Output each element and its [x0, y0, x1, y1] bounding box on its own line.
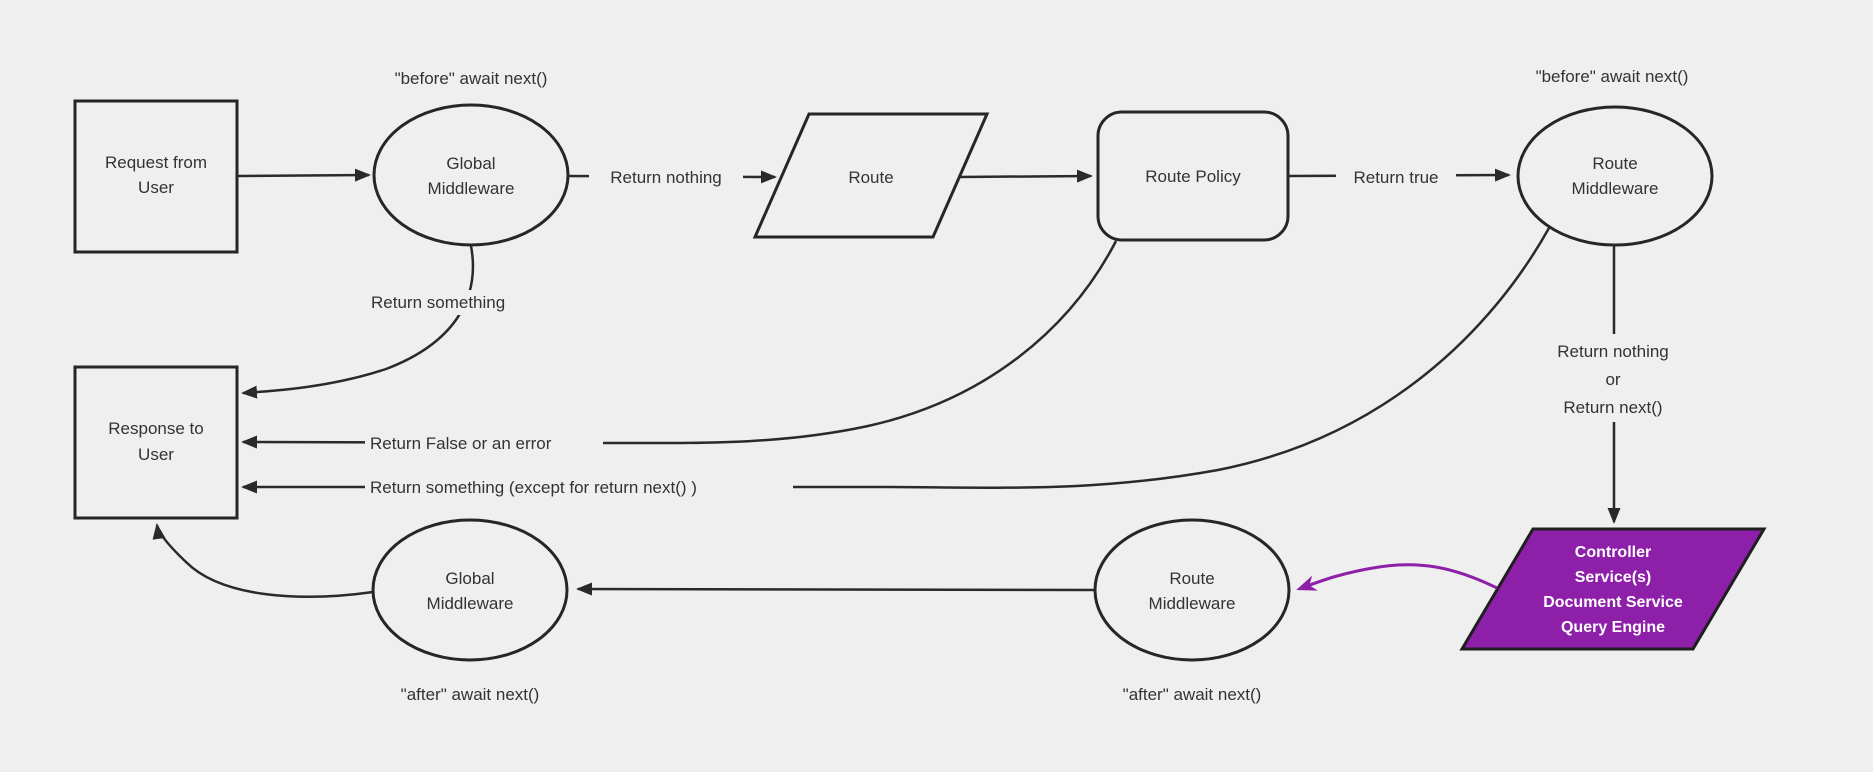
edge-label-return-something: Return something	[371, 293, 505, 312]
after-await-annotation-right: "after" await next()	[1123, 685, 1262, 704]
edge-label-return-nothing: Return nothing	[610, 168, 722, 187]
route-middleware-top-node	[1516, 105, 1714, 247]
after-await-annotation-left: "after" await next()	[401, 685, 540, 704]
label-bg	[589, 163, 743, 190]
request-node-label-line1: Request from	[105, 153, 207, 172]
edge-label-return-nothing-or-line1: Return nothing	[1557, 342, 1669, 361]
route-middleware-bottom-node	[1093, 518, 1291, 662]
global-mw-top-label-line2: Middleware	[428, 179, 515, 198]
before-await-annotation-left: "before" await next()	[395, 69, 548, 88]
label-bg	[1336, 163, 1456, 190]
global-middleware-bottom-node	[371, 518, 569, 662]
edge-route-mw-bottom-to-global-mw-bottom	[576, 582, 1096, 596]
route-mw-top-label-line1: Route	[1592, 154, 1637, 173]
controller-label-line4: Query Engine	[1561, 619, 1665, 636]
response-node-label-line2: User	[138, 445, 174, 464]
response-to-user-node	[73, 365, 239, 520]
edge-label-return-false-or-error: Return False or an error	[370, 434, 552, 453]
controller-services-node	[1459, 527, 1767, 651]
global-mw-bottom-label-line1: Global	[445, 569, 494, 588]
route-mw-bottom-label-line2: Middleware	[1149, 594, 1236, 613]
edge-route-policy-return-false	[241, 240, 1118, 449]
controller-label-line2: Service(s)	[1575, 569, 1652, 586]
edge-label-return-something-except: Return something (except for return next…	[370, 478, 697, 497]
edge-label-return-nothing-or-line2: or	[1605, 370, 1620, 389]
controller-label-line3: Document Service	[1543, 594, 1683, 611]
global-mw-top-label-line1: Global	[446, 154, 495, 173]
route-mw-top-label-line2: Middleware	[1572, 179, 1659, 198]
label-bg	[1536, 334, 1694, 422]
global-mw-bottom-label-line2: Middleware	[427, 594, 514, 613]
edge-label-return-true: Return true	[1353, 168, 1438, 187]
edge-label-return-nothing-or-line3: Return next()	[1563, 398, 1662, 417]
edge-route-mw-return-something-except	[241, 227, 1551, 494]
edge-global-mw-bottom-to-response	[152, 523, 374, 598]
response-node-label-line1: Response to	[108, 419, 203, 438]
label-bg	[365, 473, 793, 500]
edge-controller-to-route-mw-bottom	[1296, 563, 1498, 591]
edge-route-to-route-policy	[957, 169, 1093, 183]
request-from-user-node	[73, 99, 239, 254]
route-mw-bottom-label-line1: Route	[1169, 569, 1214, 588]
route-node	[752, 112, 990, 239]
label-bg	[365, 429, 603, 456]
controller-label-line1: Controller	[1575, 544, 1651, 561]
route-policy-node-label: Route Policy	[1145, 167, 1241, 186]
route-node-label: Route	[848, 168, 893, 187]
label-bg	[366, 290, 548, 315]
before-await-annotation-right: "before" await next()	[1536, 67, 1689, 86]
request-node-label-line2: User	[138, 178, 174, 197]
edge-request-to-global-mw	[237, 168, 371, 182]
global-middleware-top-node	[372, 103, 570, 247]
